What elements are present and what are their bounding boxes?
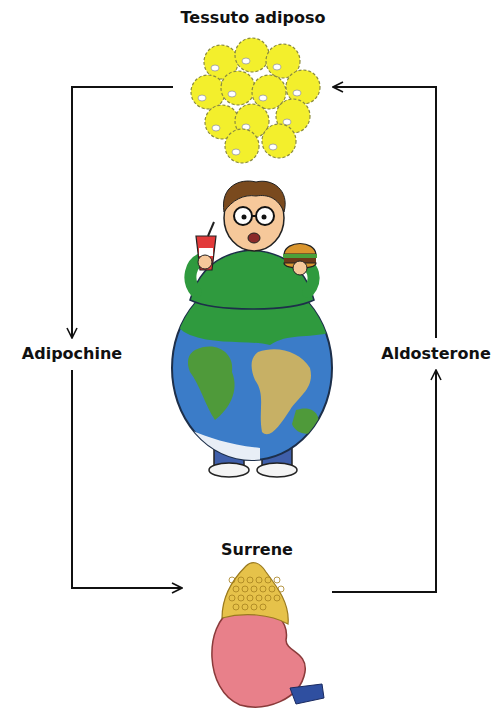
cycle-node: Tessuto adiposo (173, 4, 333, 156)
fat-cell (221, 71, 255, 105)
node-label: Adipochine (22, 344, 122, 363)
adrenal-bump (265, 577, 271, 583)
adrenal-kidney (212, 563, 324, 707)
node-label: Aldosterone (381, 344, 490, 363)
fat-cell (235, 38, 269, 72)
adrenal-bump (242, 604, 248, 610)
glasses-bridge (252, 215, 256, 217)
hand (198, 255, 212, 269)
fat-cells (191, 38, 320, 163)
adrenal-bump (238, 577, 244, 583)
cell-nucleus (293, 90, 301, 96)
soda-cup (196, 236, 216, 270)
cycle-arrow (72, 87, 173, 338)
blood-vessel (290, 684, 324, 704)
node-label: Surrene (221, 540, 293, 559)
cycle-arrow (72, 370, 182, 588)
hand (293, 261, 307, 275)
adrenal-bump (233, 604, 239, 610)
cell-nucleus (212, 125, 220, 131)
cell-nucleus (232, 149, 240, 155)
adrenal-bump (229, 595, 235, 601)
cycle-node: Aldosterone (375, 340, 497, 368)
pupil (262, 215, 267, 220)
cell-nucleus (283, 119, 291, 125)
adrenal-bump (256, 577, 262, 583)
adrenal-bump (251, 604, 257, 610)
cell-nucleus (242, 58, 250, 64)
obese-earth-figure (172, 181, 340, 477)
adrenal-bump (229, 577, 235, 583)
adrenal-bump (278, 586, 284, 592)
shoe (209, 463, 249, 477)
adrenal-bump (265, 595, 271, 601)
cycle-node: Adipochine (16, 340, 129, 368)
adrenal-bump (274, 595, 280, 601)
glasses (234, 207, 252, 225)
cell-nucleus (198, 95, 206, 101)
adrenal-bump (247, 595, 253, 601)
cell-nucleus (259, 95, 267, 101)
cycle-arrow (332, 370, 436, 592)
mouth (248, 233, 260, 243)
cell-nucleus (269, 144, 277, 150)
cell-nucleus (228, 91, 236, 97)
adrenal-bump (260, 586, 266, 592)
shoe (257, 463, 297, 477)
adrenal-bump (260, 604, 266, 610)
fat-cell (191, 75, 225, 109)
hair (223, 181, 285, 212)
burger-bun (284, 244, 316, 255)
cycle-node: Surrene (182, 536, 332, 708)
adrenal-bump (233, 586, 239, 592)
adrenal-bump (269, 586, 275, 592)
cell-nucleus (273, 64, 281, 70)
adrenal-bump (251, 586, 257, 592)
adrenal-bump (247, 577, 253, 583)
glasses (256, 207, 274, 225)
adrenal-texture (229, 577, 284, 610)
adrenal-bump (256, 595, 262, 601)
node-label: Tessuto adiposo (181, 8, 326, 27)
adrenal-gland (222, 563, 288, 624)
fat-cell (262, 124, 296, 158)
cycle-arrow (333, 87, 436, 338)
adrenal-bump (274, 577, 280, 583)
adrenal-bump (238, 595, 244, 601)
pupil (242, 215, 247, 220)
straw (208, 222, 214, 236)
fat-cell (225, 129, 259, 163)
continents (172, 291, 340, 470)
adrenal-bump (242, 586, 248, 592)
cell-nucleus (211, 65, 219, 71)
lettuce (283, 254, 317, 258)
